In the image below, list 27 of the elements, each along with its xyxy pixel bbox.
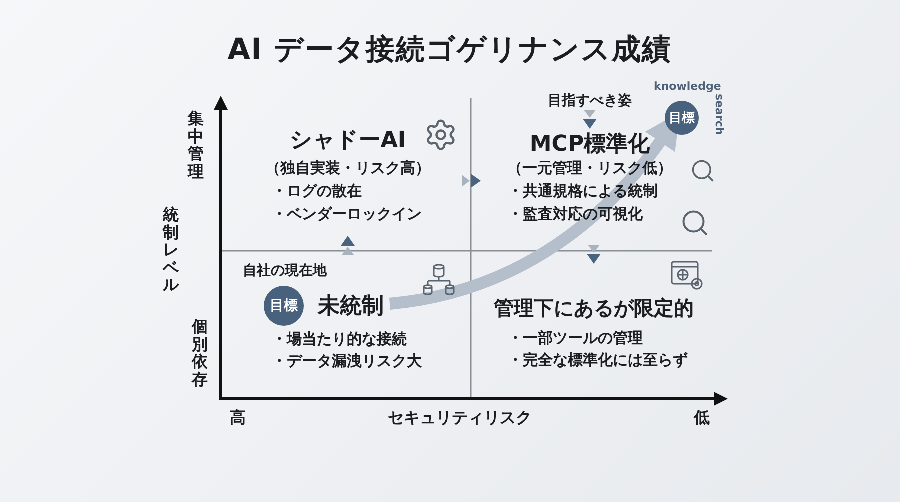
title: AI データ接続ゴゲリナンス成績 [226,31,674,68]
goal-circle: 目標 [665,101,699,135]
label: （独自実装・リスク高） [266,159,430,177]
axis-label: セキュリティリスク [388,408,532,428]
quadrant-title: 未統制 [318,291,388,321]
label: ・データ漏洩リスク大 [272,352,422,370]
label: ・監査対応の可視化 [508,205,643,223]
label: （一元管理・リスク低） [508,159,672,177]
axis-label: 集中管理 [188,110,204,180]
icon-caption: knowledge [654,80,722,94]
quadrant-title: 管理下にあるが限定的 [494,296,694,320]
label: ・完全な標準化には至らず [508,351,688,369]
label: ・共通規格による統制 [508,182,658,200]
label: 自社の現在地 [243,263,327,280]
label: ・ログの散在 [272,182,362,200]
axis-label: 高 [230,408,246,428]
quadrant-title: MCP標準化 [530,132,650,158]
label: ・一部ツールの管理 [508,329,643,347]
quadrant-title: シャドーAI [290,128,406,154]
label: ・ベンダーロックイン [272,205,422,223]
axis-label: 統制レベル [163,206,179,294]
icon-caption: search [713,94,726,136]
axis-label: 低 [694,408,710,428]
label: 目指すべき姿 [548,93,632,110]
label: ・場当たり的な接続 [272,330,407,348]
axis-label: 個別依存 [192,318,208,388]
goal-circle: 目標 [264,286,304,326]
